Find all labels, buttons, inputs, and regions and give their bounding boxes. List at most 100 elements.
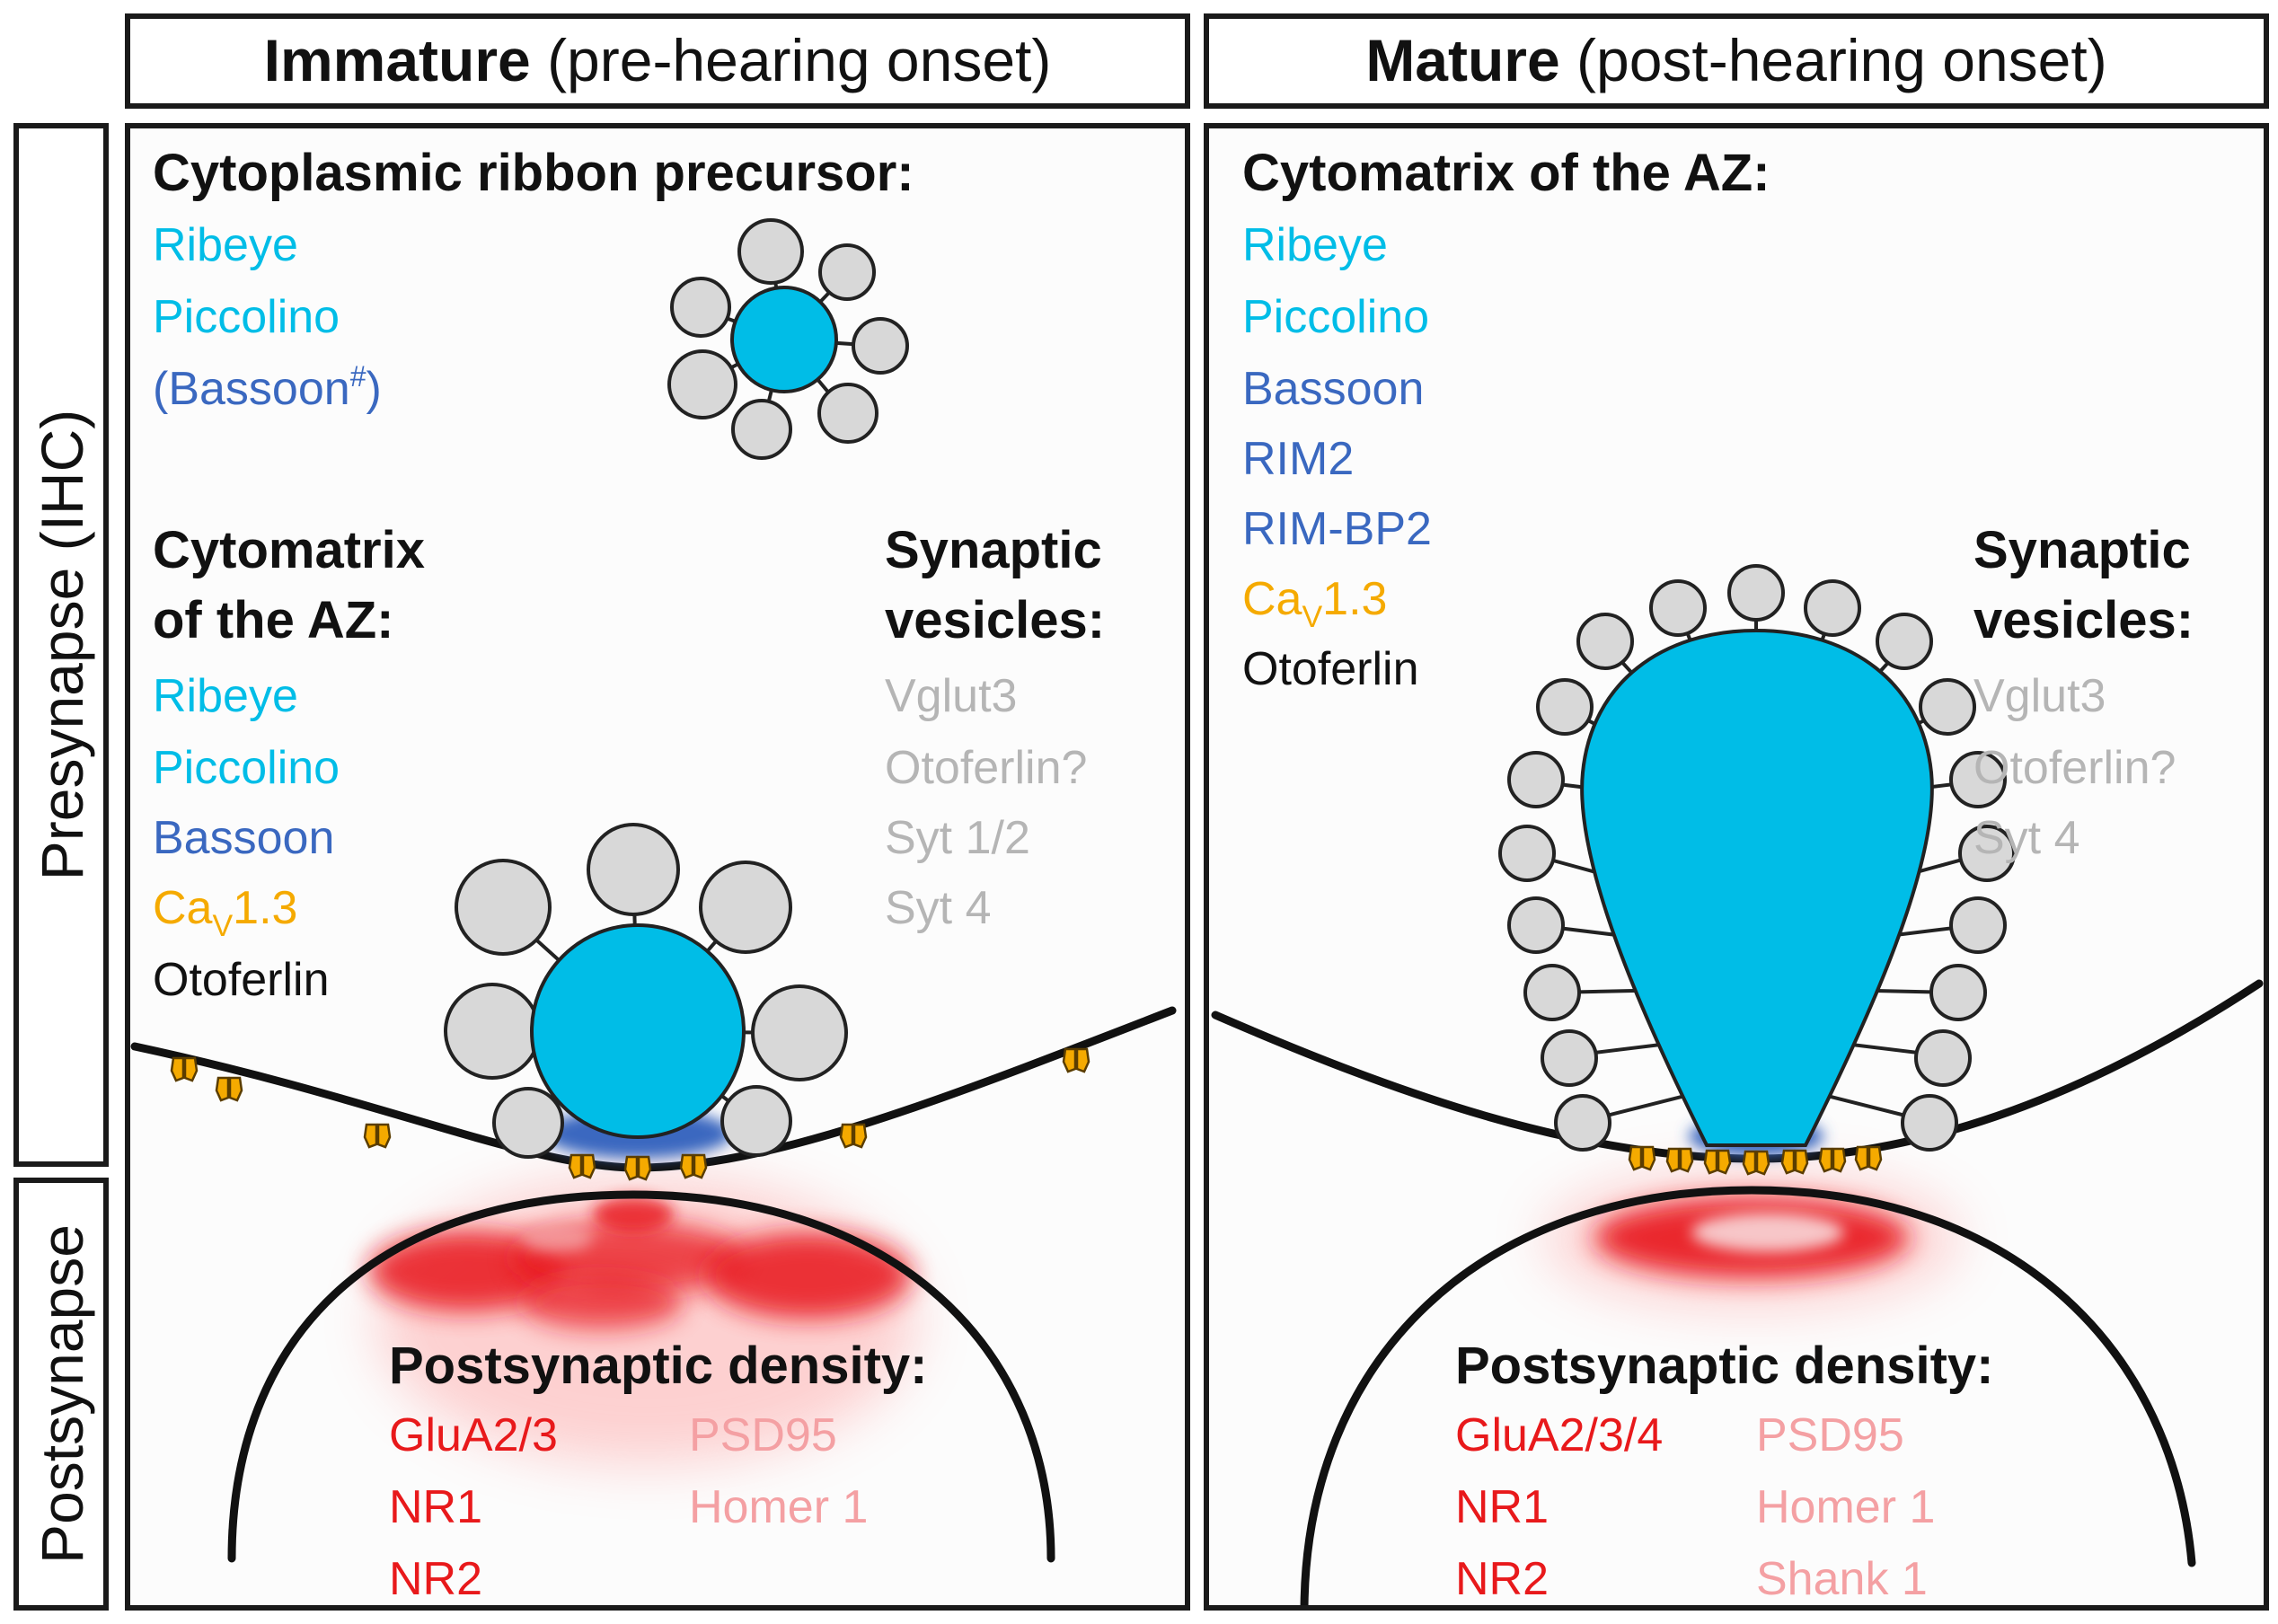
mature-header: Mature (post-hearing onset) [1365, 27, 2106, 93]
immature-vesicles-heading-line2: vesicles: [885, 591, 1105, 649]
mature-anchored-ribbon [1498, 564, 2016, 1152]
immature-psd-item: NR2 [389, 1553, 482, 1605]
mature-header-bold: Mature [1365, 27, 1559, 93]
immature-cytomatrix-item-cav13: CaV1.3 [153, 882, 297, 943]
vesicle [1507, 896, 1565, 954]
calcium-channel [170, 1056, 199, 1082]
immature-header: Immature (pre-hearing onset) [264, 27, 1052, 93]
vesicle [1554, 1094, 1611, 1152]
precursor-bassoon-text: (Bassoon [153, 363, 350, 415]
mature-synapse-drawing [1211, 564, 2264, 1608]
mature-cytomatrix-item-cav13: CaV1.3 [1242, 573, 1387, 634]
precursor-item-ribeye: Ribeye [153, 219, 298, 271]
calcium-channel [623, 1155, 652, 1181]
vesicle [670, 277, 731, 338]
mature-psd-item: GluA2/3/4 [1455, 1409, 1663, 1461]
vesicle [1536, 678, 1594, 736]
precursor-item-bassoon: (Bassoon#) [153, 360, 382, 415]
mature-cytomatrix-item-piccolino: Piccolino [1242, 291, 1429, 343]
precursor-ribbon-body [730, 286, 838, 393]
vesicle [1901, 1094, 1958, 1152]
vesicle [587, 823, 680, 916]
immature-anchored-ribbon [444, 823, 848, 1159]
mature-panel-border [1204, 123, 2269, 1611]
calcium-channel [363, 1123, 392, 1149]
calcium-channel [1665, 1147, 1694, 1173]
calcium-channel [1780, 1149, 1809, 1175]
vesicle [1576, 613, 1634, 670]
mature-psd-item: NR2 [1455, 1553, 1549, 1605]
mature-cytomatrix-item-bassoon: Bassoon [1242, 363, 1424, 415]
precursor-item-piccolino: Piccolino [153, 291, 340, 343]
mature-cav-sub: V [1302, 600, 1322, 634]
mature-cytomatrix-item-ribeye: Ribeye [1242, 219, 1388, 271]
vesicle [1649, 579, 1707, 637]
vesicle [1507, 751, 1565, 808]
vesicle [1949, 751, 2007, 808]
immature-header-box [125, 13, 1190, 109]
immature-psd-item: GluA2/3 [389, 1409, 558, 1461]
calcium-channel [1854, 1145, 1883, 1171]
presynapse-label: Presynapse (IHC) [29, 410, 95, 881]
vesicle [1498, 825, 1556, 882]
calcium-channel [839, 1123, 868, 1149]
immature-cytomatrix-item-bassoon: Bassoon [153, 812, 334, 864]
mature-cytomatrix-item-rimbp2: RIM-BP2 [1242, 503, 1432, 555]
mature-psd-heading: Postsynaptic density: [1455, 1337, 1993, 1395]
mature-vesicles-heading-line2: vesicles: [1973, 591, 2194, 649]
mature-cytomatrix-heading: Cytomatrix of the AZ: [1242, 144, 1770, 202]
cytoplasmic-ribbon-precursor [667, 218, 909, 460]
vesicle [455, 859, 552, 956]
calcium-channel [1703, 1149, 1732, 1175]
mature-header-rest: (post-hearing onset) [1560, 27, 2107, 93]
mature-postsynaptic-membrane [1300, 1186, 2196, 1608]
immature-header-rest: (pre-hearing onset) [531, 27, 1052, 93]
calcium-channel [1628, 1145, 1656, 1171]
immature-psd-item: NR1 [389, 1481, 482, 1533]
vesicle [818, 243, 876, 301]
mature-receptor-cluster [1545, 1172, 1958, 1307]
mature-psd-item: Shank 1 [1756, 1553, 1928, 1605]
vesicle [1523, 964, 1581, 1021]
immature-header-bold: Immature [264, 27, 531, 93]
immature-postsynaptic-membrane [227, 1190, 1055, 1563]
immature-receptor-clusters [368, 1177, 916, 1464]
immature-vesicles-heading-line1: Synaptic [885, 521, 1102, 579]
vesicle [1949, 896, 2007, 954]
vesicle [699, 861, 792, 954]
calcium-channel [679, 1153, 708, 1179]
immature-vesicle-item: Syt 1/2 [885, 812, 1030, 864]
mature-vesicles-heading-line1: Synaptic [1973, 521, 2191, 579]
mature-psd-item: Homer 1 [1756, 1481, 1935, 1533]
immature-vesicle-item: Vglut3 [885, 670, 1017, 722]
calcium-channel [1742, 1150, 1770, 1176]
immature-vesicle-item: Otoferlin? [885, 742, 1087, 794]
calcium-channel [568, 1153, 596, 1179]
mature-cytomatrix-item-rim2: RIM2 [1242, 433, 1354, 485]
mature-header-box [1204, 13, 2269, 109]
immature-psd-item: PSD95 [689, 1409, 837, 1461]
vesicle [492, 1087, 564, 1159]
precursor-heading: Cytoplasmic ribbon precursor: [153, 144, 914, 202]
mature-psd-item: NR1 [1455, 1481, 1549, 1533]
immature-psd-item: Homer 1 [689, 1481, 868, 1533]
vesicle [1919, 678, 1976, 736]
immature-panel-border [125, 123, 1190, 1611]
immature-cytomatrix-item-otoferlin: Otoferlin [153, 954, 330, 1006]
calcium-channel [215, 1076, 243, 1102]
vesicle [737, 218, 804, 285]
immature-cytomatrix-item-ribeye: Ribeye [153, 670, 298, 722]
postsynapse-label: Postsynapse [29, 1224, 95, 1564]
immature-vesicle-item: Syt 4 [885, 882, 992, 934]
immature-cytomatrix-heading-line1: Cytomatrix [153, 521, 425, 579]
immature-psd-heading: Postsynaptic density: [389, 1337, 927, 1395]
vesicle [1541, 1029, 1598, 1087]
immature-synapse-drawing [130, 218, 1177, 1563]
calcium-channel [1818, 1147, 1847, 1173]
immature-cav-base: Ca [153, 882, 213, 934]
vesicle [1727, 564, 1785, 622]
precursor-bassoon-sup: # [350, 360, 366, 393]
immature-cytomatrix-heading-line2: of the AZ: [153, 591, 393, 649]
vesicle [667, 349, 737, 419]
